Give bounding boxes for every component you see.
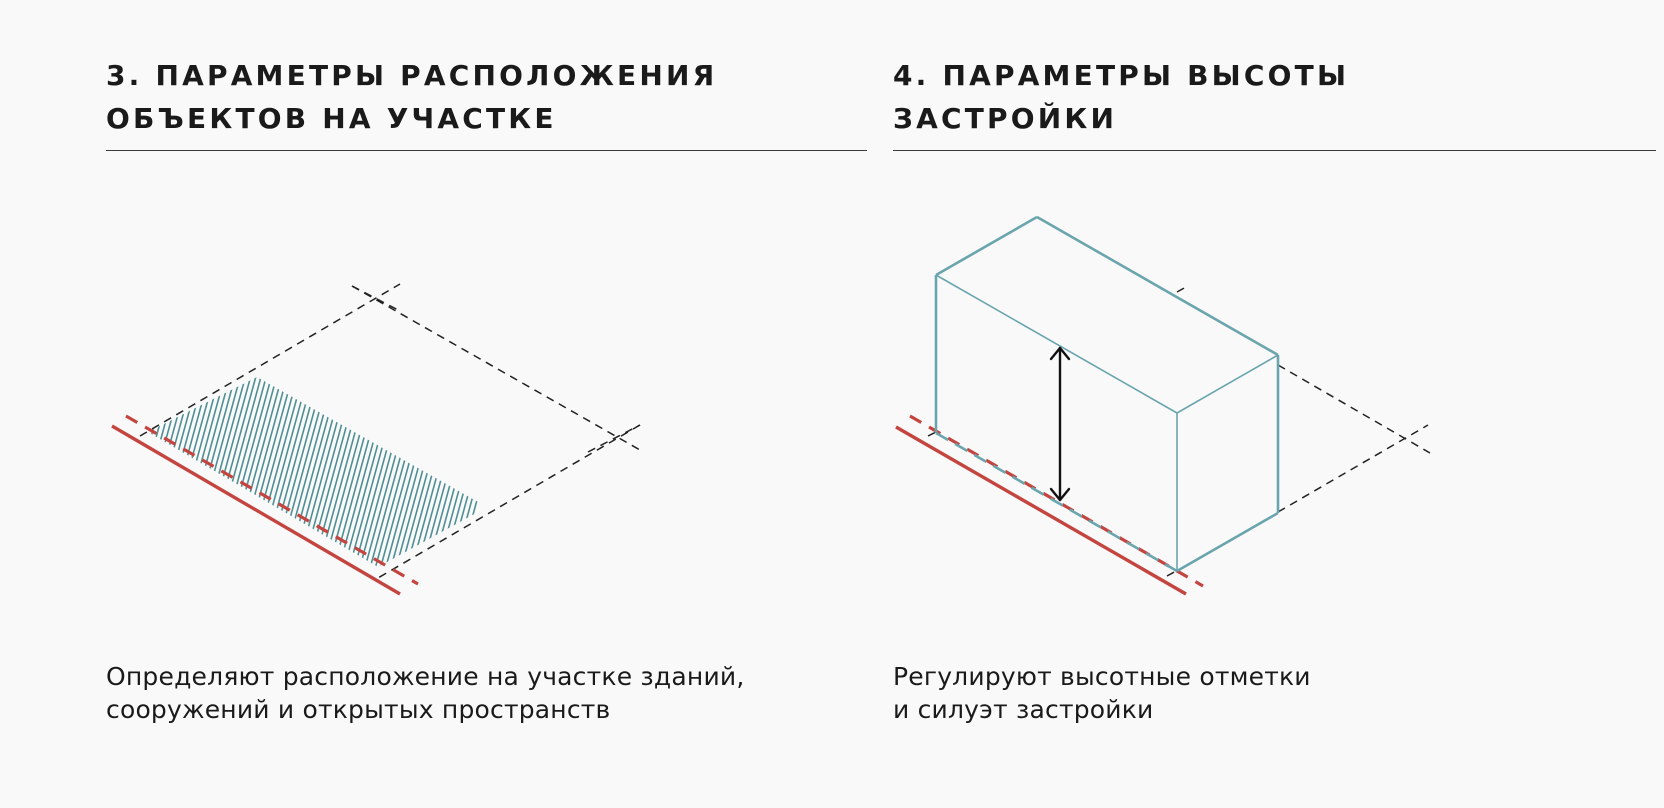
hatch-line — [148, 377, 204, 567]
height-arrow-head-bottom — [1049, 487, 1071, 502]
panel-height: 4. ПАРАМЕТРЫ ВЫСОТЫ ЗАСТРОЙКИ — [836, 0, 1664, 808]
hatch-line — [81, 360, 141, 580]
hatch-line — [433, 377, 487, 567]
plot-boundary-dashed — [927, 286, 1431, 577]
height-diagram — [895, 215, 1431, 596]
description-line-2: сооружений и открытых пространств — [106, 695, 611, 724]
plot-corner-tick-top — [1176, 286, 1187, 293]
base-edge-front — [935, 431, 1178, 573]
panel-description: Регулируют высотные отметки и силуэт зас… — [893, 660, 1613, 726]
plot-boundary-back — [1277, 364, 1431, 454]
description-line-2: и силуэт застройки — [893, 695, 1154, 724]
hatch-line — [418, 377, 480, 567]
base-edge-right — [1176, 511, 1279, 573]
plot-corner-tick-left — [927, 430, 939, 437]
hatch-line — [148, 377, 194, 567]
plot-boundary-right — [1277, 424, 1429, 513]
roof-edge-front — [935, 274, 1178, 414]
hatch-line — [148, 377, 168, 567]
hatch-line — [76, 360, 136, 580]
hatch-line — [60, 360, 120, 580]
placement-diagram — [60, 283, 641, 596]
hatch-line — [148, 377, 152, 567]
description-line-1: Регулируют высотные отметки — [893, 662, 1311, 691]
hatch-line — [148, 377, 163, 567]
title-line-2: ЗАСТРОЙКИ — [893, 102, 1118, 135]
hatch-line — [148, 377, 184, 567]
panel-description: Определяют расположение на участке здани… — [106, 660, 826, 726]
hatch-line — [444, 377, 487, 567]
hatch-line — [70, 360, 130, 580]
plot-boundary-back-left — [139, 283, 401, 437]
title-line-1: 4. ПАРАМЕТРЫ ВЫСОТЫ — [893, 59, 1350, 92]
panel-title: 3. ПАРАМЕТРЫ РАСПОЛОЖЕНИЯ ОБЪЕКТОВ НА УЧ… — [106, 54, 826, 140]
hatch-line — [412, 377, 475, 567]
plot-corner-tick-front — [1166, 568, 1181, 577]
hatch-line — [148, 377, 189, 567]
title-divider — [893, 150, 1656, 151]
panel-placement: 3. ПАРАМЕТРЫ РАСПОЛОЖЕНИЯ ОБЪЕКТОВ НА УЧ… — [60, 54, 867, 726]
roof-edge-left — [935, 215, 1038, 277]
title-line-2: ОБЪЕКТОВ НА УЧАСТКЕ — [106, 102, 557, 135]
plot-boundary-right — [377, 424, 641, 579]
hatch-line — [86, 360, 146, 580]
hatch-line — [148, 377, 178, 567]
height-arrow — [1049, 346, 1071, 502]
plot-corner-tick-top — [351, 285, 401, 312]
hatched-zone — [60, 360, 487, 580]
plot-boundary-dashed — [139, 283, 641, 579]
hatch-line — [423, 377, 485, 567]
hatch-line — [438, 377, 487, 567]
title-line-1: 3. ПАРАМЕТРЫ РАСПОЛОЖЕНИЯ — [106, 59, 718, 92]
plot-boundary-back — [351, 285, 641, 451]
height-arrow-head-top — [1049, 346, 1071, 361]
hatch-line — [148, 377, 158, 567]
hatch-line — [65, 360, 125, 580]
building-line-dashed — [909, 414, 1204, 588]
building-volume — [934, 215, 1280, 573]
roof-edge-back — [1036, 215, 1279, 357]
building-line-dashed — [125, 414, 419, 586]
hatch-line — [148, 377, 173, 567]
panel-title: 4. ПАРАМЕТРЫ ВЫСОТЫ ЗАСТРОЙКИ — [893, 54, 1613, 140]
description-line-1: Определяют расположение на участке здани… — [106, 662, 745, 691]
street-line-solid — [895, 425, 1187, 596]
roof-edge-right — [1176, 354, 1279, 414]
hatch-line — [152, 377, 215, 567]
hatch-line — [148, 377, 210, 567]
plot-corner-tick-right — [587, 424, 641, 453]
hatch-line — [428, 377, 487, 567]
hatch-line — [454, 377, 487, 567]
title-divider — [106, 150, 867, 151]
hatch-line — [449, 377, 487, 567]
street-line-solid — [111, 424, 401, 596]
